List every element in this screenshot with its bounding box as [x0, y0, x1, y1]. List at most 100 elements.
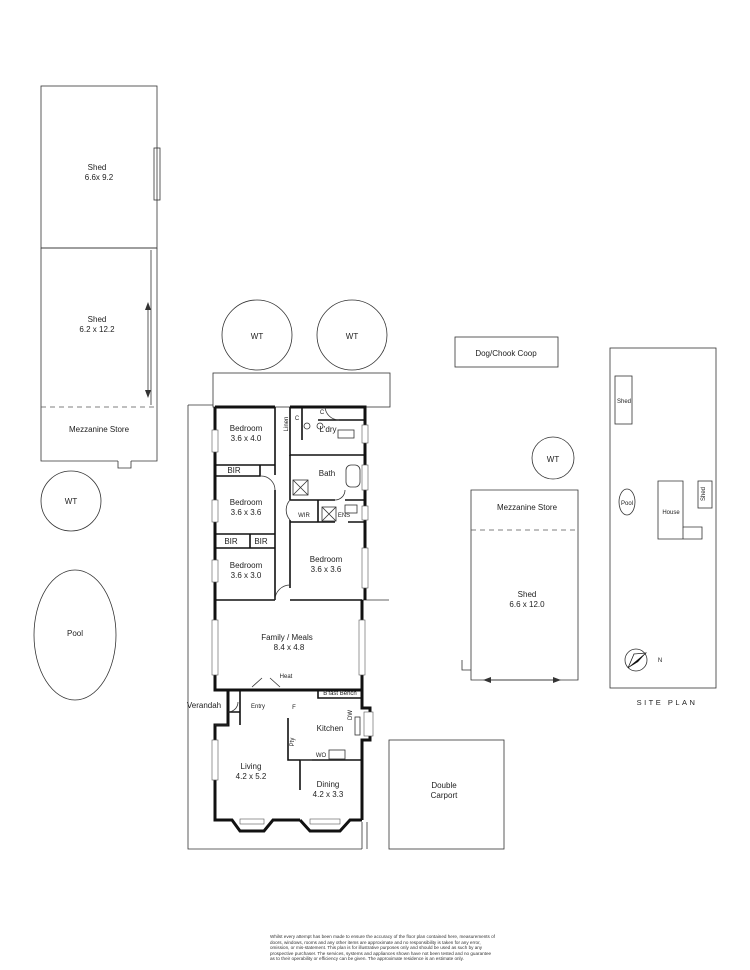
- living-size: 4.2 x 5.2: [236, 772, 267, 781]
- water-tank-top-right-label: WT: [346, 332, 359, 341]
- carport-label-1: Double: [431, 781, 457, 790]
- entry-label: Entry: [251, 704, 265, 710]
- carport-outline: [388, 739, 505, 850]
- linen-label: Linen: [284, 417, 290, 432]
- window: [211, 429, 219, 453]
- site-shed1: [614, 375, 633, 425]
- mezzanine-right-label: Mezzanine Store: [497, 503, 558, 512]
- entry-wall: [228, 690, 241, 725]
- water-tank-left-label: WT: [65, 497, 78, 506]
- coop-label: Dog/Chook Coop: [475, 349, 537, 358]
- ens-shower: [321, 506, 337, 522]
- water-tank-top-left: [221, 299, 293, 371]
- heater-marks: [251, 677, 281, 688]
- window: [361, 505, 369, 521]
- tanks-and-pool: WT Pool WT WT WT: [33, 299, 575, 701]
- bedroom4-label: Bedroom: [310, 555, 343, 564]
- bfast-bench: [317, 690, 362, 699]
- laundry-bench: [337, 429, 355, 439]
- bath-label: Bath: [319, 469, 335, 478]
- side-boundary-line: [187, 405, 362, 850]
- shed-mid-label: Shed: [88, 315, 107, 324]
- bedroom3-size: 3.6 x 3.0: [231, 571, 262, 580]
- kitchen-label: Kitchen: [317, 724, 344, 733]
- dining-outer-wall: [298, 818, 362, 833]
- dining-label: Dining: [317, 780, 340, 789]
- shed-right-outline: [470, 489, 579, 681]
- shed-door-step: [117, 461, 132, 469]
- door-arc: [227, 701, 239, 713]
- window: [239, 818, 265, 825]
- family-size: 8.4 x 4.8: [274, 643, 305, 652]
- site-pool-label: Pool: [621, 501, 633, 507]
- wir-label: WIR: [298, 513, 310, 519]
- left-sheds: Shed 6.6x 9.2 Shed 6.2 x 12.2 Mezzanine …: [40, 85, 161, 469]
- water-tank-top-right: [316, 299, 388, 371]
- site-plan: Shed Pool House Shed N SITE PLAN: [609, 347, 717, 707]
- bath-wall: [289, 455, 365, 501]
- pool-label: Pool: [67, 629, 83, 638]
- water-tank-right-label: WT: [547, 455, 560, 464]
- shed-top-label: Shed: [88, 163, 107, 172]
- site-house: [657, 480, 703, 540]
- compass-icon: [624, 648, 648, 672]
- window: [211, 559, 219, 583]
- bedroom4-size: 3.6 x 3.6: [311, 565, 342, 574]
- bir2-bir3-wall: [215, 533, 275, 549]
- bfast-label: B'fast Bench: [323, 691, 357, 697]
- cooktop: [328, 749, 346, 760]
- cupboard-walls: [301, 407, 365, 440]
- water-tank-right: [531, 436, 575, 480]
- window: [363, 711, 374, 737]
- family-label: Family / Meals: [261, 633, 313, 642]
- window: [211, 619, 219, 676]
- window: [361, 424, 369, 444]
- verandah-label: Verandah: [187, 701, 221, 710]
- living-label: Living: [241, 762, 262, 771]
- site-shed1-label: Shed: [617, 399, 631, 405]
- vanity: [344, 504, 358, 514]
- shed-top-door: [153, 147, 161, 201]
- window: [211, 499, 219, 523]
- shed-right-door: [461, 660, 471, 671]
- sink: [354, 716, 361, 736]
- shed-mid-outline: [40, 248, 158, 462]
- mezzanine-left-label: Mezzanine Store: [69, 425, 130, 434]
- rear-deck-outline: [212, 372, 391, 408]
- ext-wall-top-right: [215, 405, 367, 600]
- site-boundary: [609, 347, 717, 689]
- bir2-label: BIR: [224, 537, 238, 546]
- water-tank-top-left-label: WT: [251, 332, 264, 341]
- shed-right-label: Shed: [518, 590, 537, 599]
- window: [361, 547, 369, 589]
- bedroom1-label: Bedroom: [230, 424, 263, 433]
- kitchen-dining-wall: [287, 718, 362, 761]
- laundry-tub: [316, 422, 324, 430]
- house-plan: Bedroom 3.6 x 4.0 BIR Bedroom 3.6 x 3.6 …: [187, 372, 391, 850]
- disclaimer-text: Whilst every attempt has been made to en…: [270, 934, 495, 962]
- pool-outline: [33, 569, 117, 701]
- bir3-label: BIR: [254, 537, 268, 546]
- wo-label: WO: [316, 753, 327, 759]
- dw-label: DW: [348, 710, 354, 720]
- carport-label-2: Carport: [431, 791, 458, 800]
- shower-base: [292, 479, 309, 496]
- shed-right-size: 6.6 x 12.0: [509, 600, 545, 609]
- site-house-label: House: [662, 510, 680, 516]
- window: [361, 464, 369, 491]
- c2-label: C: [320, 410, 325, 416]
- door-arc: [260, 475, 276, 491]
- bir1-wall: [215, 464, 275, 477]
- site-shed2: [697, 480, 713, 509]
- bedroom3-label: Bedroom: [230, 561, 263, 570]
- site-pool: [618, 488, 636, 516]
- window: [211, 739, 219, 781]
- shed-mid-size: 6.2 x 12.2: [79, 325, 115, 334]
- dining-size: 4.2 x 3.3: [313, 790, 344, 799]
- right-outbuildings: Dog/Chook Coop Mezzanine Store Shed 6.6 …: [388, 336, 579, 850]
- bedroom2-size: 3.6 x 3.6: [231, 508, 262, 517]
- pantry-label: Pty: [290, 738, 296, 747]
- ens-label: ENS: [338, 513, 350, 519]
- bedroom2-label: Bedroom: [230, 498, 263, 507]
- bath-tub: [345, 464, 361, 488]
